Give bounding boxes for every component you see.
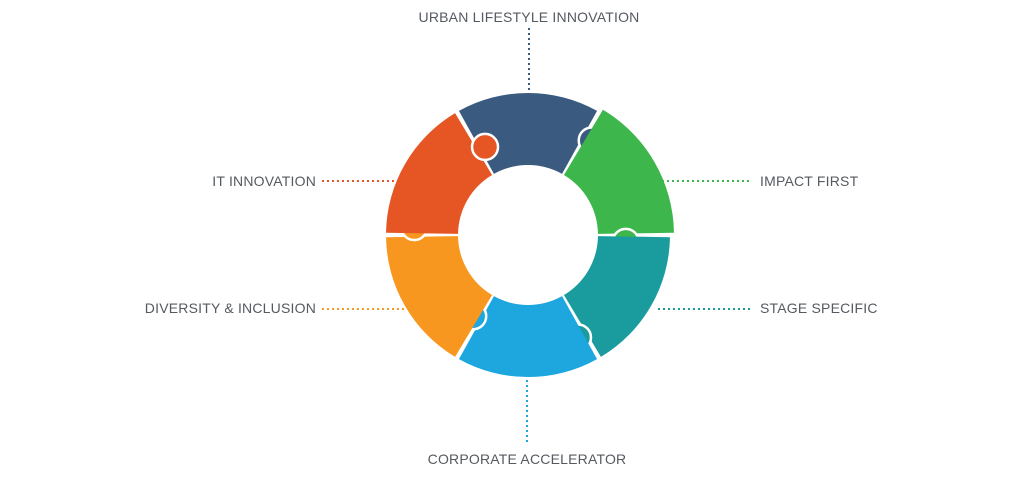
connector-lines <box>322 28 750 444</box>
ring-center-hole <box>459 166 597 304</box>
label-stage-specific: STAGE SPECIFIC <box>760 300 878 316</box>
puzzle-piece-diversity-inclusion <box>386 236 493 357</box>
label-corporate-accelerator: CORPORATE ACCELERATOR <box>427 451 627 467</box>
puzzle-ring <box>386 92 674 378</box>
puzzle-knob-it-innovation <box>470 132 500 162</box>
label-it-innovation: IT INNOVATION <box>212 173 316 189</box>
puzzle-piece-it-innovation <box>386 113 493 234</box>
label-urban-lifestyle-innovation: URBAN LIFESTYLE INNOVATION <box>418 9 640 25</box>
label-impact-first: IMPACT FIRST <box>760 173 859 189</box>
puzzle-piece-corporate-accelerator <box>458 296 598 378</box>
puzzle-piece-impact-first <box>563 109 674 234</box>
puzzle-piece-stage-specific <box>563 236 670 357</box>
label-diversity-inclusion: DIVERSITY & INCLUSION <box>144 300 316 316</box>
